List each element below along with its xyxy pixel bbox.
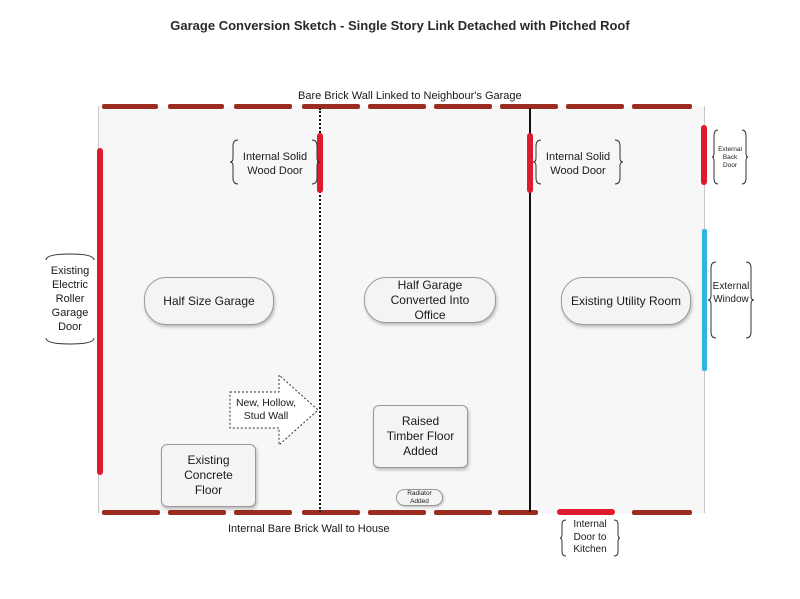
bottom-brick-wall (98, 510, 706, 515)
brick-segment (234, 104, 292, 109)
callout-door-right: Internal Solid Wood Door (545, 151, 611, 177)
callout-kitchen-door: Internal Door to Kitchen (573, 519, 607, 555)
brace-kitchen-door (559, 519, 621, 557)
stud-wall-partition (319, 108, 321, 512)
diagram-title: Garage Conversion Sketch - Single Story … (170, 18, 630, 33)
callout-door-left: Internal Solid Wood Door (242, 151, 308, 177)
callout-window: External Window (712, 281, 750, 305)
brick-segment (368, 510, 426, 515)
brick-segment (302, 510, 360, 515)
room-half-size-garage: Half Size Garage (144, 277, 274, 325)
internal-door-left (317, 133, 323, 193)
brace-door-left (229, 139, 321, 185)
brick-segment (632, 510, 692, 515)
brick-segment (102, 104, 158, 109)
external-window (702, 229, 707, 371)
room-utility: Existing Utility Room (561, 277, 691, 325)
top-brick-wall (98, 104, 706, 109)
external-back-door (701, 125, 707, 185)
bottom-wall-label: Internal Bare Brick Wall to House (228, 523, 390, 535)
note-timber-floor: Raised Timber Floor Added (373, 405, 468, 468)
brick-segment (434, 104, 492, 109)
brick-segment (234, 510, 292, 515)
roller-garage-door (97, 148, 103, 475)
top-wall-label: Bare Brick Wall Linked to Neighbour's Ga… (298, 90, 522, 102)
brace-door-right (532, 139, 624, 185)
stud-wall-arrow: New, Hollow, Stud Wall (229, 373, 319, 447)
brace-window (707, 261, 755, 339)
brick-segment (566, 104, 624, 109)
brick-segment (434, 510, 492, 515)
brick-segment (102, 510, 160, 515)
callout-back-door: External Back Door (718, 146, 742, 169)
arrow-right-icon (229, 373, 319, 447)
internal-door-right (527, 133, 533, 193)
brick-segment (498, 510, 538, 515)
utility-room-partition (529, 108, 531, 512)
kitchen-door (557, 509, 615, 515)
callout-roller-door: Existing Electric Roller Garage Door (50, 265, 90, 333)
brick-segment (368, 104, 426, 109)
room-office: Half Garage Converted Into Office (364, 277, 496, 323)
brace-roller-door (45, 253, 95, 345)
note-radiator: Radiator Added (396, 489, 443, 506)
brick-segment (168, 104, 224, 109)
brace-back-door (711, 129, 749, 185)
note-stud-wall: New, Hollow, Stud Wall (235, 397, 297, 422)
brick-segment (168, 510, 226, 515)
brick-segment (302, 104, 360, 109)
note-concrete-floor: Existing Concrete Floor (161, 444, 256, 507)
brick-segment (500, 104, 558, 109)
brick-segment (632, 104, 692, 109)
